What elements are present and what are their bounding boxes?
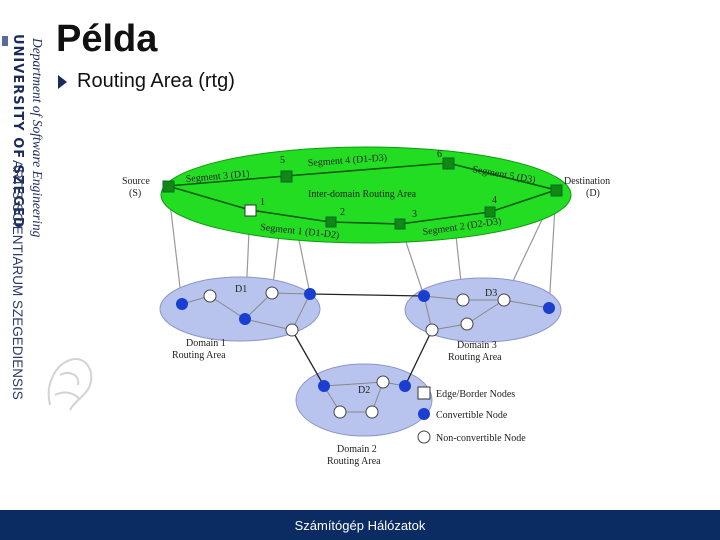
crest-logo-icon [47,358,93,411]
corner-mark [2,36,8,46]
node-4 [484,206,496,218]
node-1-label: 1 [260,197,265,208]
legend-convertible-swatch [418,408,430,420]
destination-label-sub: (D) [586,188,600,199]
d1-label: D1 [235,284,247,295]
legend-nonconvertible-swatch [417,430,431,444]
node-6-label: 6 [437,149,442,160]
convertible-node [239,313,251,325]
node-3-label: 3 [412,209,417,220]
domain-3-area [404,277,562,343]
university-motto: ARTIS SCIENTIARUM SZEGEDIENSIS [10,160,25,400]
convertible-node [543,302,555,314]
footer-text: Számítógép Hálózatok [294,518,426,533]
non-convertible-node [365,405,379,419]
non-convertible-node [203,289,217,303]
node-5-label: 5 [280,155,285,166]
university-name: UNIVERSITY OF SZEGED [10,34,25,229]
domain-1-label-sub: Routing Area [172,350,226,361]
legend-edge-swatch [417,386,431,400]
node-2 [325,216,337,228]
convertible-node [304,288,316,300]
edge-node-5 [280,170,293,183]
convertible-node [399,380,411,392]
department-name: Department of Software Engineering [30,38,45,238]
inter-domain-label: Inter-domain Routing Area [308,189,417,200]
source-label-sub: (S) [129,188,141,199]
destination-label: Destination [564,176,610,187]
d2-label: D2 [358,385,370,396]
legend: Edge/Border Nodes Convertible Node Non-c… [417,386,526,444]
node-3 [394,218,406,230]
node-2-label: 2 [340,207,345,218]
non-convertible-node [456,293,470,307]
legend-convertible-label: Convertible Node [436,410,508,421]
convertible-node [418,290,430,302]
legend-edge-label: Edge/Border Nodes [436,389,515,400]
bullet-arrow-icon [58,74,67,89]
node-4-label: 4 [492,195,497,206]
domain-3-label-sub: Routing Area [448,352,502,363]
footer-bar: Számítógép Hálózatok [0,510,720,540]
inter-domain-area [160,146,572,244]
sidebar-branding: UNIVERSITY OF SZEGED ARTIS SCIENTIARUM S… [0,0,50,510]
non-convertible-node [497,293,511,307]
source-label: Source [122,176,150,187]
node-1 [244,204,257,217]
convertible-node [176,298,188,310]
bullet-text: Routing Area (rtg) [77,70,235,92]
domain-2-area [295,363,433,437]
source-node [162,180,175,193]
domain-2-label-sub: Routing Area [327,456,381,467]
domain-2-label: Domain 2 [337,444,377,455]
bullet-item: Routing Area (rtg) [58,70,235,93]
legend-nonconvertible-label: Non-convertible Node [436,433,526,444]
domain-nodes [176,286,555,419]
d3-label: D3 [485,288,497,299]
non-convertible-node [265,286,279,300]
slide-title: Példa [56,18,158,60]
routing-area-diagram: Source (S) Destination (D) Inter-domain … [122,146,610,467]
domain-3-label: Domain 3 [457,340,497,351]
edge-node-6 [442,157,455,170]
domain-1-label: Domain 1 [186,338,226,349]
inter-domain-nodes [162,157,563,230]
non-convertible-node [376,375,390,389]
destination-node [550,184,563,197]
non-convertible-node [460,317,474,331]
non-convertible-node [285,323,299,337]
non-convertible-node [425,323,439,337]
non-convertible-node [333,405,347,419]
convertible-node [318,380,330,392]
